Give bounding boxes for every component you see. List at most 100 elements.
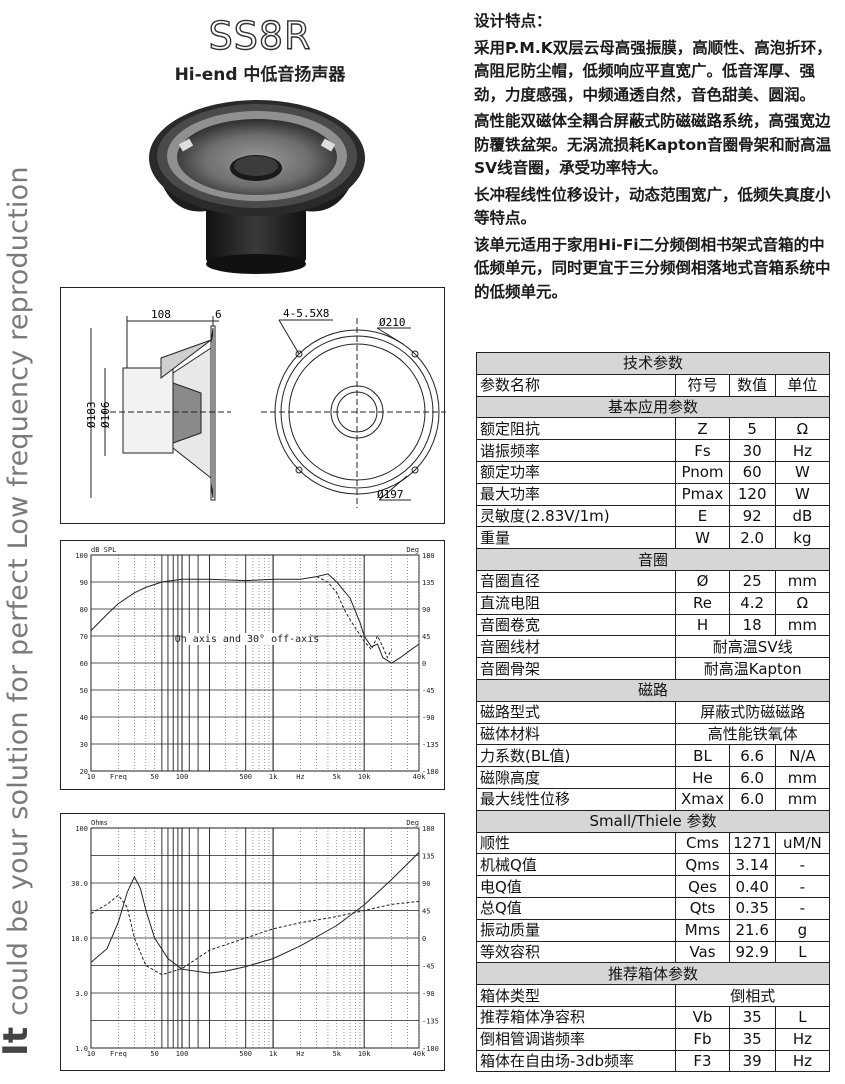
spec-param-value: 0.40 — [728, 875, 776, 898]
spec-param-value: 18 — [728, 613, 776, 637]
spec-param-unit: g — [774, 918, 831, 942]
spec-param-name: 磁路型式 — [475, 700, 677, 724]
x-axis-tick-label: 500 — [239, 1050, 252, 1058]
spec-param-symbol: Re — [675, 591, 730, 615]
spec-param-name: 振动质量 — [475, 918, 677, 942]
spec-param-symbol: Qes — [675, 875, 730, 898]
spec-param-value: 耐高温SV线 — [675, 635, 830, 659]
spl-off-axis-curve — [316, 576, 393, 659]
spec-param-value: 30 — [728, 439, 776, 462]
spec-param-unit: L — [774, 1005, 831, 1029]
y-axis-right-label: -135 — [422, 741, 439, 749]
spec-param-unit: N/A — [774, 744, 831, 768]
spec-param-symbol: BL — [675, 744, 730, 768]
spec-param-name: 灵敏度(2.83V/1m) — [475, 504, 677, 528]
y-axis-right-label: -45 — [422, 963, 435, 971]
spec-param-name: 音圈骨架 — [475, 657, 677, 680]
spec-param-value: 6.6 — [728, 744, 776, 768]
col-header-name: 参数名称 — [475, 373, 677, 397]
x-axis-tick-label: 1k — [269, 1050, 278, 1058]
spec-param-name: 顺性 — [475, 831, 677, 855]
spec-param-symbol: Xmax — [675, 787, 730, 811]
dim-197: Ø197 — [377, 488, 404, 501]
dimension-drawing: 108 6 4-5.5X8 Ø210 Ø197 Ø183 Ø106 — [60, 287, 446, 524]
y-axis-left-label: 60 — [80, 660, 88, 668]
col-header-unit: 单位 — [774, 373, 831, 397]
y-axis-right-label: 90 — [422, 880, 430, 888]
spec-param-unit: mm — [774, 613, 831, 637]
y-axis-left-label: 70 — [80, 633, 88, 641]
spec-section-title: 基本应用参数 — [476, 395, 830, 419]
spec-param-symbol: Pnom — [675, 460, 730, 484]
spec-param-value: 0.35 — [728, 896, 776, 920]
spec-param-name: 倒相管调谐频率 — [475, 1027, 677, 1051]
spec-param-name: 音圈直径 — [475, 569, 677, 593]
spec-section-title: 磁路 — [476, 678, 830, 702]
spec-param-value: 21.6 — [728, 918, 776, 942]
features-paragraph: 采用P.M.K双层云母高强振膜，高顺性、高泡折环，高阻尼防尘帽，低频响应平直宽广… — [474, 38, 832, 104]
spec-param-value: 1271 — [728, 831, 776, 855]
graph-label: On axis and 30° off-axis — [175, 634, 320, 645]
spec-param-name: 直流电阻 — [475, 591, 677, 615]
spec-param-unit: mm — [774, 766, 831, 789]
spec-section-title: Small/Thiele 参数 — [476, 809, 830, 833]
spec-param-value: 35 — [728, 1005, 776, 1029]
spec-row: 磁路型式屏蔽式防磁磁路 — [475, 700, 830, 724]
spec-param-name: 最大功率 — [475, 482, 677, 506]
spec-param-name: 额定功率 — [475, 460, 677, 484]
x-axis-tick-label: 5k — [333, 1050, 342, 1058]
x-axis-tick-label: Freq — [110, 1050, 127, 1058]
spec-param-unit: W — [774, 482, 831, 506]
y-axis-right-label: 45 — [422, 908, 430, 916]
side-banner-rest: could be your solution for perfect Low f… — [3, 166, 34, 1025]
spec-param-unit: L — [774, 940, 831, 964]
frequency-response-svg: 100908070605040302018013590450-45-90-135… — [75, 546, 439, 781]
spec-param-symbol: Qts — [675, 896, 730, 920]
dim-210: Ø210 — [379, 316, 406, 329]
spec-param-unit: - — [774, 875, 831, 898]
y-axis-right-label: 135 — [422, 853, 435, 861]
spec-param-name: 磁隙高度 — [475, 766, 677, 789]
spl-on-axis-curve — [90, 573, 420, 664]
y-axis-left-label: 90 — [80, 579, 88, 587]
spec-param-symbol: Ø — [675, 569, 730, 593]
spec-param-value: 高性能铁氧体 — [675, 722, 830, 746]
x-axis-tick-label: Freq — [110, 773, 127, 781]
spec-param-value: 92.9 — [728, 940, 776, 964]
spec-param-name: 最大线性位移 — [475, 787, 677, 811]
graph-top-left-label: Ohms — [91, 819, 108, 827]
x-axis-tick-label: 50 — [150, 773, 158, 781]
y-axis-left-label: 30 — [80, 741, 88, 749]
spec-param-unit: mm — [774, 569, 831, 593]
x-axis-tick-label: 100 — [176, 1050, 189, 1058]
spec-param-value: 6.0 — [728, 766, 776, 789]
spec-param-value: 39 — [728, 1049, 776, 1073]
spec-table-title: 技术参数 — [476, 352, 830, 375]
dim-108: 108 — [151, 308, 171, 321]
x-axis-tick-label: 10k — [358, 773, 371, 781]
x-axis-tick-label: 10 — [87, 1050, 95, 1058]
y-axis-right-label: -135 — [422, 1018, 439, 1026]
dimension-drawing-svg: 108 6 4-5.5X8 Ø210 Ø197 Ø183 Ø106 — [85, 307, 446, 508]
y-axis-right-label: 180 — [422, 552, 435, 560]
spec-section-title: 音圈 — [476, 548, 830, 571]
spec-param-unit: - — [774, 896, 831, 920]
spec-section-title: 推荐箱体参数 — [476, 962, 830, 986]
spec-param-unit: Hz — [774, 1027, 831, 1051]
spec-param-symbol: H — [675, 613, 730, 637]
impedance-svg: 10030.010.03.01.018013590450-45-90-135-1… — [71, 819, 439, 1058]
y-axis-right-label: -90 — [422, 714, 435, 722]
spec-param-name: 额定阻抗 — [475, 417, 677, 441]
spec-param-unit: Ω — [774, 591, 831, 615]
